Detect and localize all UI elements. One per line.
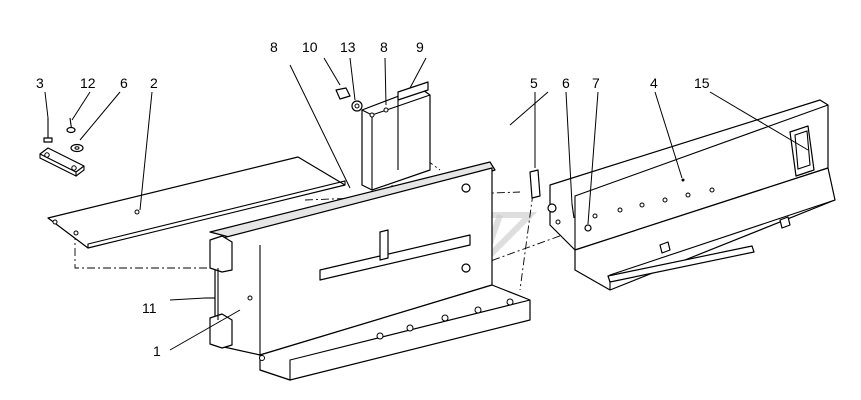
screw-3 (43, 118, 53, 143)
callout-9: 8 (270, 39, 278, 55)
callout-1: 1 (153, 343, 161, 359)
small-strap (39, 147, 85, 177)
washer-6-left (70, 143, 84, 153)
callout-15: 15 (694, 75, 710, 91)
right-trough (549, 99, 836, 291)
vertical-bracket (361, 81, 431, 191)
callout-11: 10 (302, 39, 318, 55)
fastener-11-14 (335, 87, 363, 112)
callout-12: 11 (142, 300, 157, 316)
callout-6-left: 6 (120, 75, 128, 91)
callout-2: 2 (150, 75, 158, 91)
callout-14: 13 (340, 39, 356, 55)
callout-4: 4 (650, 75, 658, 91)
callout-labels: 3 12 6 2 8 10 13 8 9 5 6 7 4 15 11 1 (36, 39, 710, 359)
fasteners-6-7 (547, 203, 592, 232)
callout-10: 9 (416, 39, 424, 55)
callout-3: 3 (36, 75, 44, 91)
callout-7: 7 (592, 75, 600, 91)
main-trough (209, 161, 531, 381)
callout-8: 8 (380, 39, 388, 55)
callout-5: 5 (530, 75, 538, 91)
leader-lines (44, 57, 809, 351)
cover-plate (47, 156, 346, 249)
callout-6-right: 6 (562, 75, 570, 91)
callout-13: 12 (80, 75, 96, 91)
clip-5 (529, 169, 541, 199)
screw-13 (66, 117, 76, 134)
